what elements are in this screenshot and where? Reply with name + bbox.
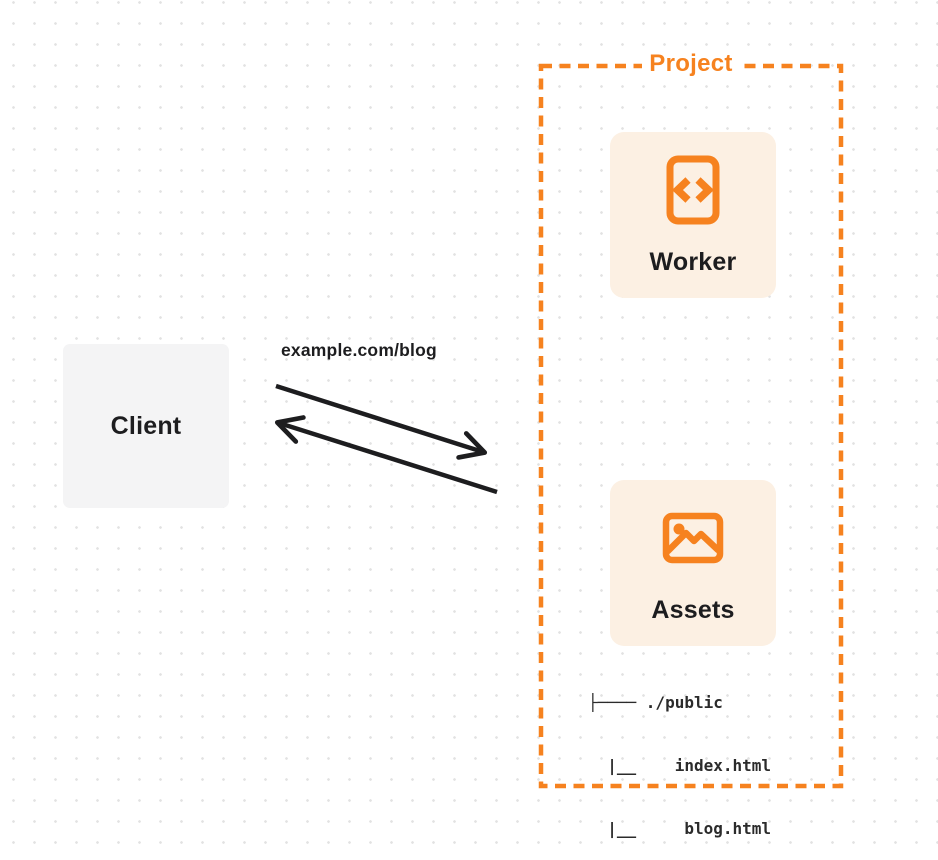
assets-file-tree: ├──── ./public |__ index.html |__ blog.h…	[588, 650, 771, 860]
client-label: Client	[110, 411, 182, 440]
code-file-icon	[666, 155, 720, 224]
assets-node: Assets	[610, 480, 776, 646]
response-arrow	[274, 415, 498, 495]
request-url-label: example.com/blog	[281, 340, 437, 360]
tree-line-blog: |__ blog.html	[588, 819, 772, 838]
assets-label: Assets	[651, 596, 735, 624]
project-label: Project	[642, 50, 740, 78]
assets-icon-area	[662, 480, 724, 595]
request-arrow	[275, 383, 488, 460]
image-icon	[662, 512, 724, 563]
project-label-row: Project	[538, 50, 844, 78]
tree-line-public: ├──── ./public	[588, 693, 723, 712]
worker-node: Worker	[610, 132, 776, 298]
worker-icon-area	[666, 132, 720, 247]
client-node: Client	[63, 344, 229, 508]
worker-label: Worker	[649, 248, 737, 276]
tree-line-index: |__ index.html	[588, 756, 772, 775]
